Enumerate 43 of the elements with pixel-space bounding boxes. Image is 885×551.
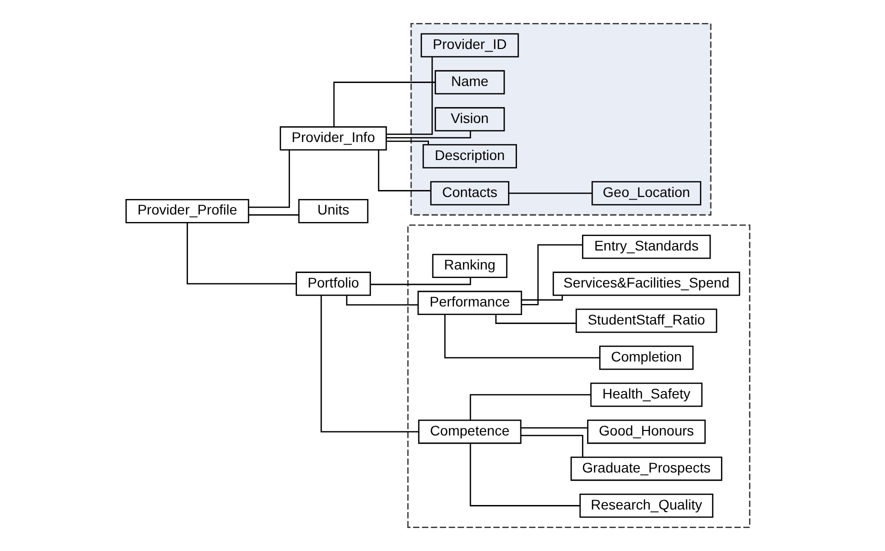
connector — [248, 150, 290, 208]
node-box: Provider_Info — [279, 126, 386, 151]
node-box: Completion — [598, 346, 694, 370]
node-box: Units — [298, 198, 368, 224]
node-box: Competence — [418, 420, 521, 444]
connector — [386, 140, 428, 145]
node-box: Name — [434, 70, 504, 94]
connector — [346, 295, 418, 306]
connector — [469, 443, 580, 506]
connector — [377, 150, 430, 192]
node-box: Vision — [434, 107, 504, 132]
connector — [444, 314, 600, 358]
node-box: Performance — [417, 290, 522, 316]
node-box: StudentStaff_Ratio — [575, 308, 717, 333]
connector — [320, 295, 418, 432]
connector — [469, 394, 590, 420]
connector — [370, 278, 471, 286]
connector — [520, 427, 587, 429]
node-box: Research_Quality — [578, 494, 713, 518]
node-box: Provider_Profile — [124, 198, 249, 224]
connector — [521, 296, 562, 301]
connector — [332, 82, 435, 127]
connector — [386, 56, 432, 135]
connector — [508, 192, 592, 194]
cluster — [410, 23, 711, 216]
connector — [248, 214, 298, 216]
node-box: Contacts — [430, 181, 509, 206]
node-box: Portfolio — [295, 272, 370, 296]
connector — [520, 434, 583, 458]
node-box: Provider_ID — [420, 33, 518, 58]
node-box: Health_Safety — [590, 382, 702, 407]
connector — [186, 222, 296, 284]
connector — [494, 314, 576, 324]
cluster — [406, 224, 750, 528]
node-box: Entry_Standards — [582, 234, 710, 259]
node-box: Description — [422, 144, 516, 168]
node-box: Good_Honours — [586, 420, 706, 444]
node-box: Geo_Location — [591, 181, 701, 206]
node-box: Ranking — [432, 254, 507, 278]
connector — [386, 131, 471, 138]
node-box: Graduate_Prospects — [570, 456, 722, 481]
connector — [521, 244, 582, 306]
node-box: Services&Facilities_Spend — [552, 272, 740, 296]
